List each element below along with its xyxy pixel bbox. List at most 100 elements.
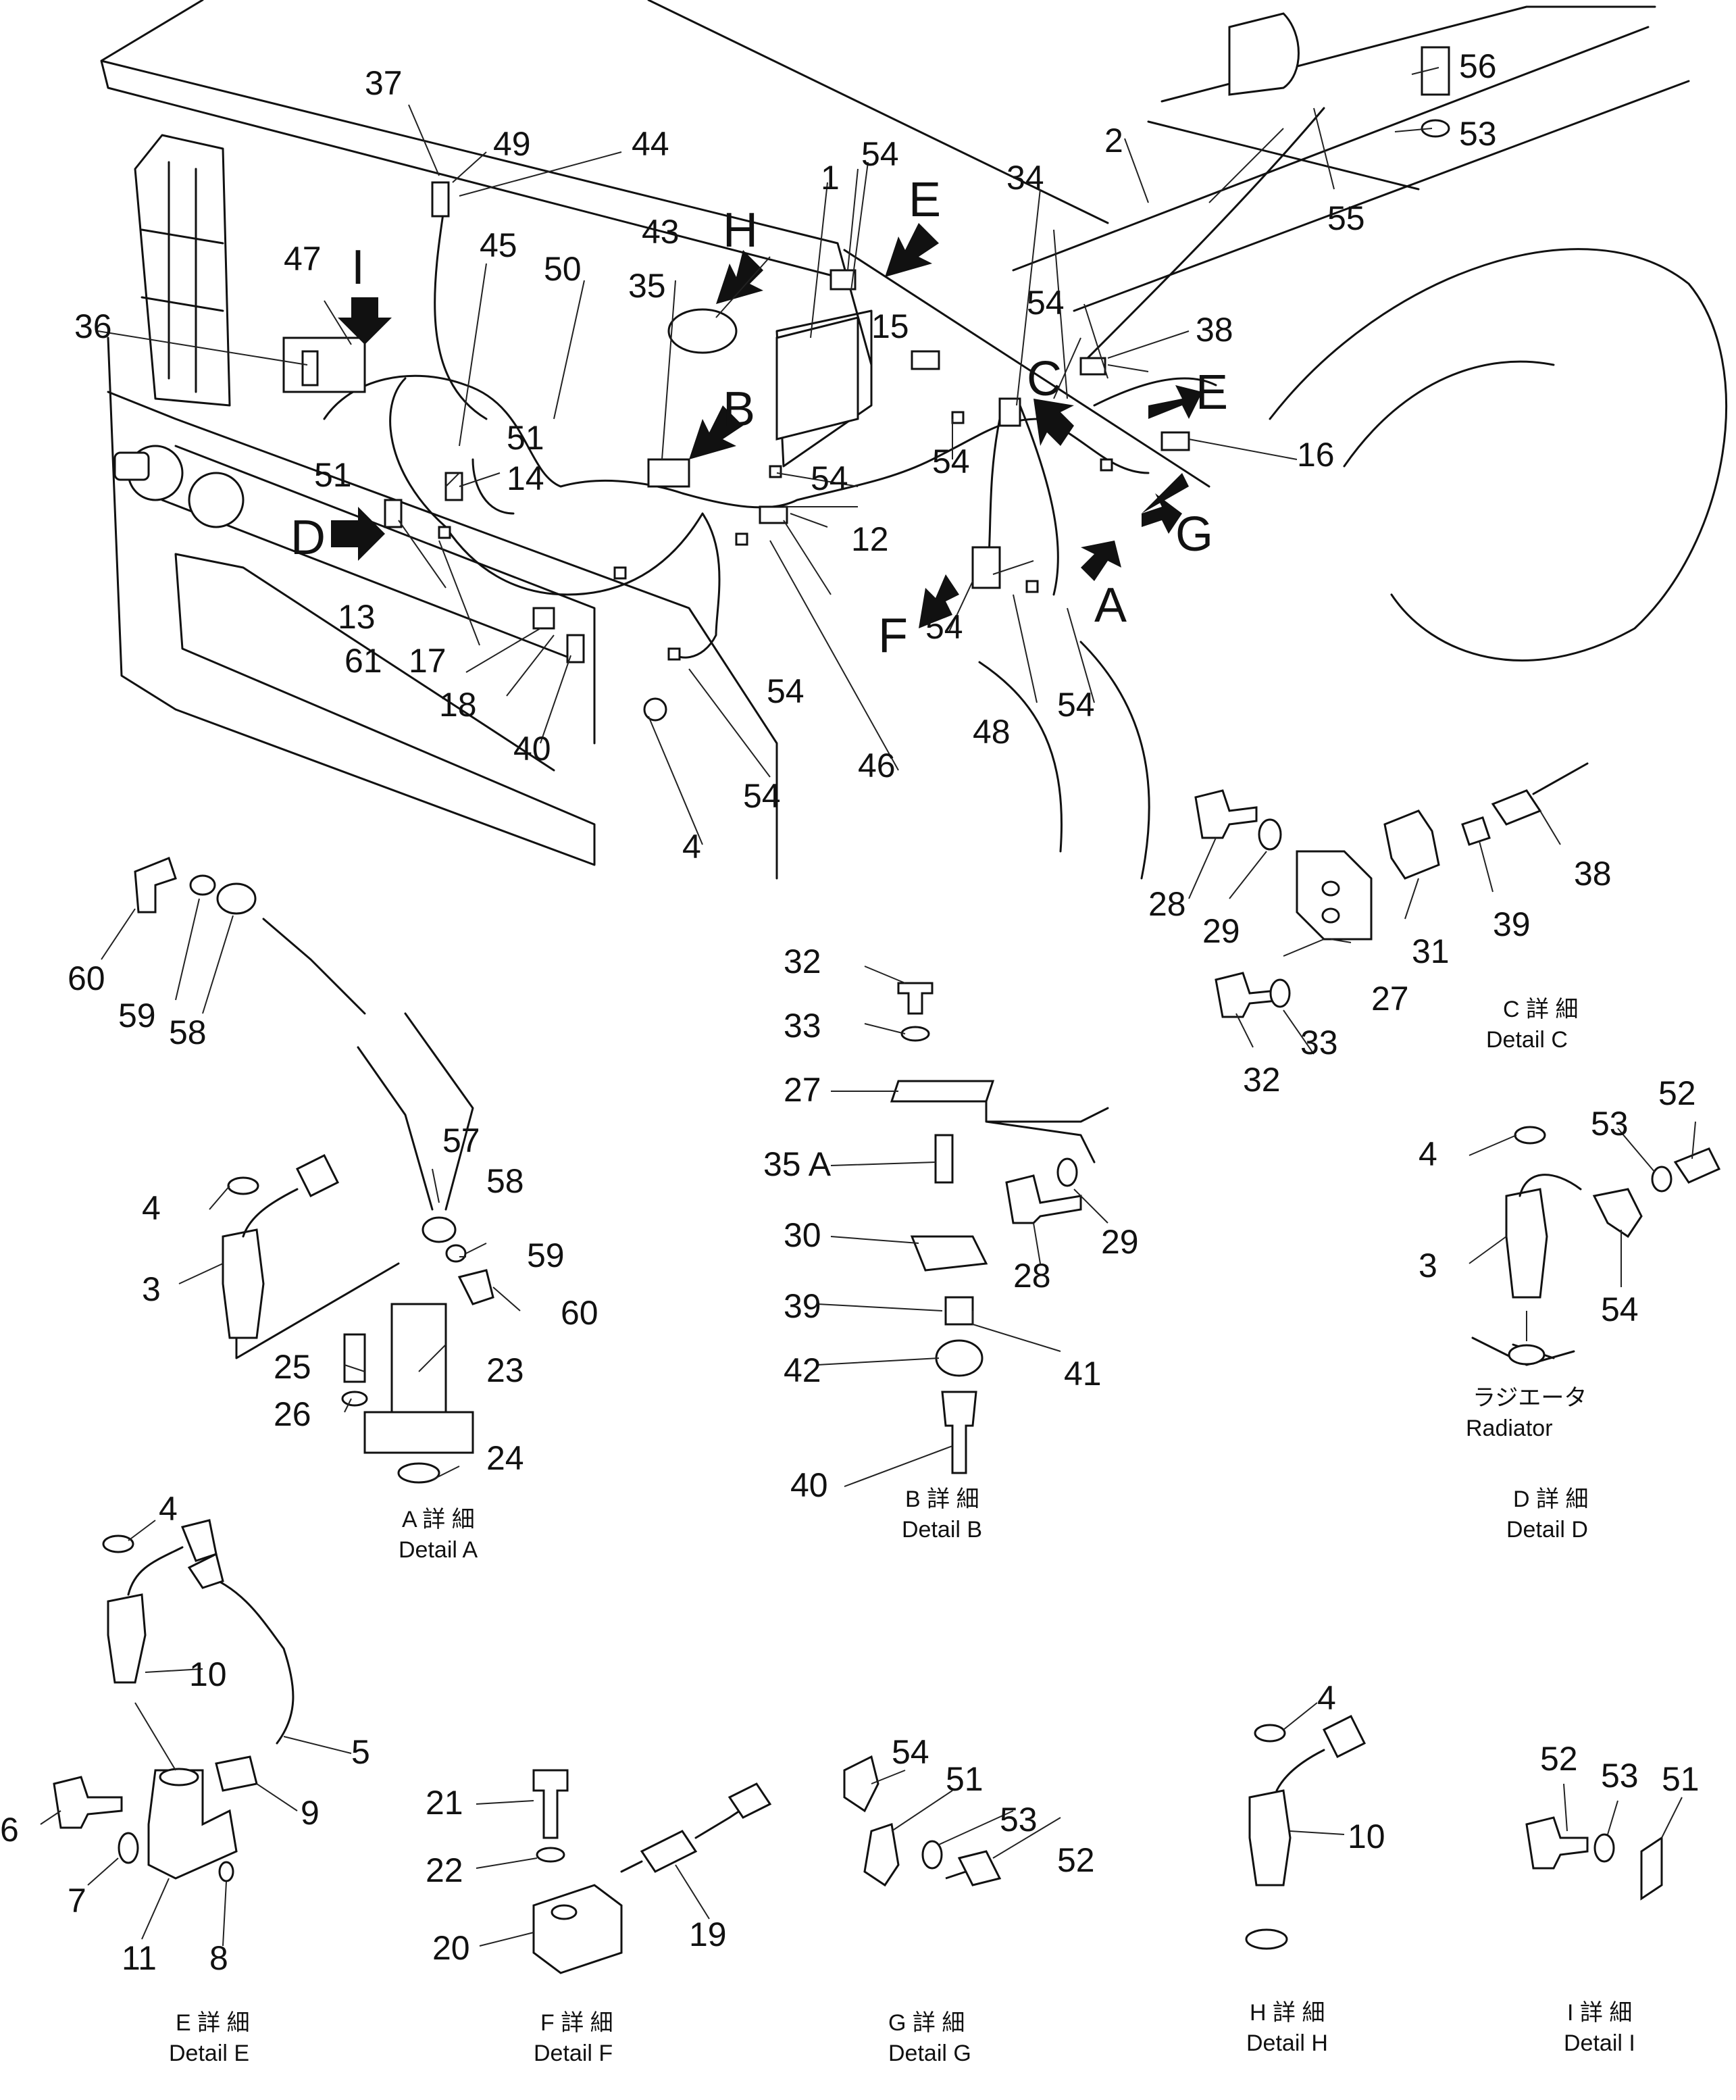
part-4-oring-a bbox=[227, 1176, 259, 1195]
callout-41: 41 bbox=[1064, 1355, 1102, 1393]
callout-9: 9 bbox=[301, 1794, 320, 1832]
wire-a bbox=[235, 1188, 400, 1359]
connector-h bbox=[1322, 1714, 1367, 1759]
main-assembly-view: I H E B D C E G A F 37 49 44 45 50 47 36… bbox=[74, 0, 1727, 880]
detail-h: 4 10 H 詳 細 Detail H bbox=[1245, 1679, 1385, 2056]
callout-18: 18 bbox=[439, 686, 477, 724]
callout-17: 17 bbox=[409, 642, 446, 680]
part-58-nut-a bbox=[422, 1216, 457, 1243]
callouts-e: 4 10 5 9 6 7 11 8 bbox=[0, 1490, 370, 1977]
part-5-fitting-top bbox=[187, 1552, 224, 1589]
callout-21: 21 bbox=[426, 1784, 463, 1822]
part-29-washer-b bbox=[1056, 1157, 1078, 1187]
callout-4-main: 4 bbox=[682, 828, 701, 866]
part-23-base bbox=[363, 1411, 474, 1454]
front-frame-outline bbox=[107, 336, 596, 866]
callout-60-top: 60 bbox=[68, 959, 105, 997]
part-4-oring-d bbox=[1514, 1126, 1546, 1145]
part-4-oring bbox=[643, 697, 667, 722]
part-24-oring bbox=[397, 1462, 440, 1484]
callout-48: 48 bbox=[973, 713, 1011, 751]
callout-27-c: 27 bbox=[1371, 980, 1409, 1018]
callouts-d: 4 3 53 52 54 bbox=[1419, 1074, 1696, 1328]
part-53-washer-d bbox=[1651, 1166, 1673, 1193]
wire-h bbox=[1275, 1749, 1325, 1792]
part-5-pipe bbox=[201, 1573, 295, 1745]
part-31-block bbox=[1383, 809, 1440, 880]
part-59-nipple-a bbox=[445, 1244, 467, 1263]
callout-59-a: 59 bbox=[527, 1236, 565, 1274]
hood-cable bbox=[389, 195, 488, 528]
callout-20: 20 bbox=[432, 1929, 470, 1967]
callout-54-h: 54 bbox=[1057, 686, 1095, 724]
callout-58-a: 58 bbox=[486, 1162, 524, 1200]
part-20-block bbox=[532, 1884, 623, 1974]
radiator-en: Radiator bbox=[1466, 1416, 1553, 1441]
callout-54-f: 54 bbox=[932, 443, 970, 480]
callout-54-d2: 54 bbox=[1601, 1291, 1639, 1328]
callout-47: 47 bbox=[284, 240, 322, 278]
connector-e bbox=[180, 1519, 218, 1562]
part-48-sensor bbox=[971, 546, 1001, 589]
detail-g: 54 51 53 52 G 詳 細 Detail G bbox=[843, 1733, 1095, 2066]
callout-24: 24 bbox=[486, 1439, 524, 1477]
part-27-bracket-b bbox=[890, 1080, 995, 1122]
part-3-sensor-d bbox=[1505, 1188, 1548, 1299]
detail-i-en: Detail I bbox=[1564, 2030, 1635, 2056]
detail-a: 60 59 58 57 58 59 60 4 3 25 26 23 24 A 詳… bbox=[68, 857, 598, 1563]
part-25-bolt bbox=[343, 1333, 366, 1383]
callout-39-c: 39 bbox=[1493, 905, 1531, 943]
letter-F: F bbox=[878, 609, 908, 663]
callout-50: 50 bbox=[544, 250, 582, 288]
callouts-i: 52 53 51 bbox=[1540, 1740, 1700, 1798]
part-39-fitting-c bbox=[1461, 816, 1491, 846]
detail-h-jp: H 詳 細 bbox=[1250, 2000, 1325, 2026]
callout-4-h: 4 bbox=[1317, 1679, 1336, 1717]
callout-14: 14 bbox=[507, 459, 544, 497]
callout-54-a: 54 bbox=[861, 135, 899, 173]
callout-26: 26 bbox=[274, 1395, 311, 1433]
detail-g-en: Detail G bbox=[888, 2041, 971, 2066]
letter-G: G bbox=[1175, 507, 1213, 561]
part-38-cable-c bbox=[1491, 789, 1542, 826]
part-42-nut-b bbox=[935, 1339, 984, 1377]
part-52-bolt-g bbox=[945, 1850, 1002, 1886]
part-55-lamp-bracket bbox=[1228, 12, 1300, 96]
callout-54-e: 54 bbox=[811, 459, 848, 497]
callout-54-b: 54 bbox=[1027, 284, 1065, 322]
wiring-harness-branch bbox=[471, 404, 1059, 596]
leaders-b bbox=[817, 966, 1108, 1487]
detail-d: 4 3 53 52 54 ラジエータ Radiator D 詳 細 Detail… bbox=[1419, 1074, 1721, 1543]
wire-e bbox=[127, 1546, 184, 1596]
part-13-sensor bbox=[384, 499, 403, 528]
arrow-I bbox=[338, 297, 392, 345]
callout-52-d: 52 bbox=[1658, 1074, 1696, 1112]
cable-38-c bbox=[1532, 762, 1589, 795]
arrow-E-top bbox=[885, 223, 939, 277]
part-23-housing bbox=[390, 1303, 447, 1414]
callouts-main: 37 49 44 45 50 47 36 35 43 1 54 34 2 55 … bbox=[74, 47, 1497, 866]
callout-45: 45 bbox=[480, 226, 517, 264]
callout-1: 1 bbox=[821, 159, 840, 197]
detail-g-jp: G 詳 細 bbox=[888, 2010, 965, 2036]
chassis-beam bbox=[1012, 5, 1690, 312]
callout-44: 44 bbox=[632, 125, 669, 163]
callout-51-a: 51 bbox=[507, 419, 544, 457]
callout-39-b: 39 bbox=[784, 1287, 821, 1325]
part-33-washer-c bbox=[1269, 978, 1291, 1008]
callout-38-main: 38 bbox=[1196, 311, 1233, 349]
detail-f-en: Detail F bbox=[534, 2041, 613, 2066]
callout-53-g: 53 bbox=[1000, 1801, 1038, 1839]
callout-8: 8 bbox=[209, 1939, 228, 1977]
part-60-elbow-a bbox=[457, 1269, 494, 1305]
arrow-B bbox=[689, 405, 743, 459]
part-11-port bbox=[159, 1768, 199, 1786]
part-52-bolt-d bbox=[1673, 1147, 1721, 1184]
callout-35: 35 bbox=[628, 267, 666, 305]
arrow-F bbox=[919, 574, 959, 628]
radiator-jp: ラジエータ bbox=[1473, 1385, 1587, 1411]
part-12-sensor bbox=[759, 505, 788, 524]
detail-i: 52 53 51 I 詳 細 Detail I bbox=[1525, 1740, 1700, 2056]
callout-37: 37 bbox=[365, 64, 403, 102]
callout-38-c: 38 bbox=[1574, 855, 1612, 893]
